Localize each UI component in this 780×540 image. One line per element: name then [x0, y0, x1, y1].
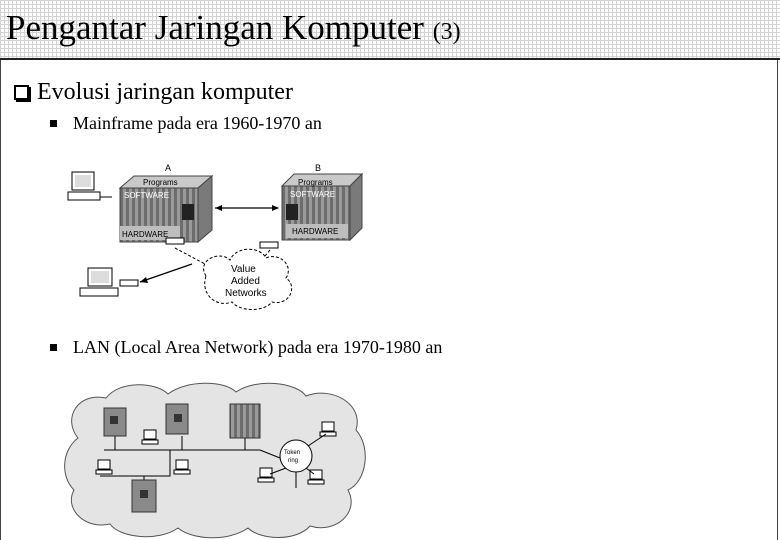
pc-icon [307, 469, 325, 485]
square-bullet-icon [50, 343, 57, 351]
host-a-programs: Programs [143, 178, 178, 187]
cloud-label-line1: Value [231, 264, 256, 275]
host-b-programs: Programs [298, 178, 333, 187]
list-item-lan: LAN (Local Area Network) pada era 1970-1… [50, 336, 442, 358]
list-item-mainframe: Mainframe pada era 1960-1970 an [50, 112, 322, 134]
mainframe-icon [165, 403, 189, 435]
modem-icon [165, 237, 185, 245]
slide-title: Pengantar Jaringan Komputer (3) [6, 8, 461, 52]
pc-icon [319, 421, 337, 437]
slide-frame [0, 60, 778, 540]
host-b-hardware: HARDWARE [292, 227, 338, 236]
terminal-icon [67, 171, 112, 201]
host-a-hardware: HARDWARE [122, 230, 168, 239]
mainframe-icon [131, 479, 157, 513]
checkbox-bullet-icon [14, 84, 29, 100]
slide-title-number: (3) [432, 19, 461, 45]
mainframe-host-a [118, 174, 214, 244]
host-b-software: SOFTWARE [290, 190, 335, 199]
mainframe-icon [103, 407, 127, 437]
token-ring-icon [279, 439, 313, 473]
modem-icon [259, 241, 279, 249]
host-a-software: SOFTWARE [124, 191, 169, 200]
host-a-letter: A [165, 163, 171, 173]
title-bar: Pengantar Jaringan Komputer (3) [0, 0, 780, 60]
pc-icon [257, 467, 275, 483]
value-added-network-cloud [203, 248, 293, 310]
list-item-text: LAN (Local Area Network) pada era 1970-1… [73, 337, 443, 357]
mainframe-icon [229, 403, 261, 439]
list-item-text: Mainframe pada era 1960-1970 an [73, 113, 322, 133]
slide-title-text: Pengantar Jaringan Komputer [6, 8, 424, 47]
cloud-label-line3: Networks [225, 288, 267, 299]
heading-text: Evolusi jaringan komputer [37, 79, 293, 105]
terminal-icon [79, 267, 139, 297]
mainframe-diagram: A Programs SOFTWARE HARDWARE B Programs … [67, 163, 364, 310]
token-ring-label-line2: ring [288, 458, 298, 464]
square-bullet-icon [50, 119, 57, 127]
mainframe-host-b [280, 172, 364, 242]
pc-icon [95, 459, 113, 475]
cloud-label-line2: Added [231, 276, 260, 287]
lan-diagram: Token ring [64, 382, 366, 539]
token-ring-label-line1: Token [284, 450, 300, 456]
heading-bullet: Evolusi jaringan komputer [14, 78, 293, 106]
pc-icon [173, 459, 191, 475]
host-b-letter: B [315, 163, 321, 173]
pc-icon [141, 429, 159, 445]
